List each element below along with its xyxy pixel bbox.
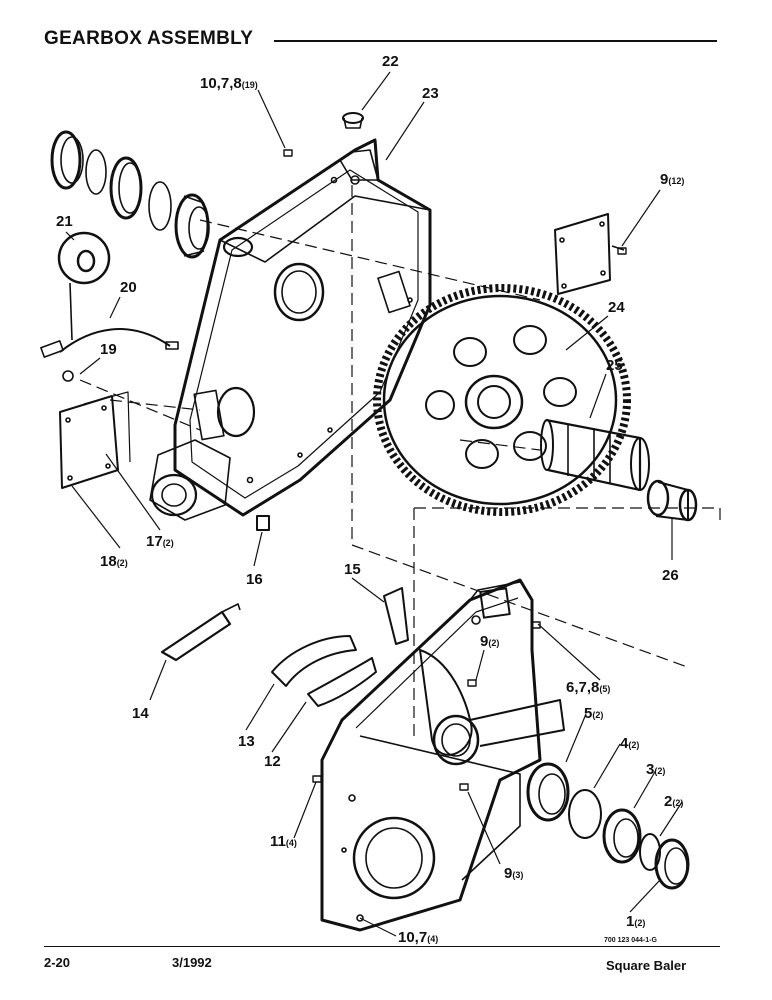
page-number: 2-20 bbox=[44, 955, 71, 970]
upper-gearbox-housing bbox=[149, 138, 432, 521]
callout-19: 19 bbox=[100, 341, 117, 358]
drain-plug-16 bbox=[256, 515, 270, 531]
callout-2-2: 2(2) bbox=[664, 793, 683, 810]
callout-11-4: 11(4) bbox=[270, 833, 297, 850]
callout-1-2: 1(2) bbox=[626, 913, 645, 930]
callout-9-3: 9(3) bbox=[504, 865, 523, 882]
leader-lines bbox=[65, 71, 683, 937]
bushing-26 bbox=[646, 479, 698, 522]
cover-plate-upper bbox=[554, 213, 625, 295]
callout-25: 25 bbox=[606, 357, 623, 374]
assembly-lines bbox=[79, 185, 721, 740]
callout-4-2: 4(2) bbox=[620, 735, 639, 752]
sensor-cable-20 bbox=[40, 231, 179, 382]
callout-10-7-4: 10,7(4) bbox=[398, 929, 438, 946]
breather-22 bbox=[342, 112, 364, 129]
callout-9-12: 9(12) bbox=[660, 171, 684, 188]
output-shaft-25 bbox=[540, 418, 650, 492]
bearing-shield-13 bbox=[271, 635, 357, 687]
callout-17-2: 17(2) bbox=[146, 533, 174, 550]
callout-18-2: 18(2) bbox=[100, 553, 128, 570]
upper-seal-stack bbox=[50, 130, 210, 259]
bull-gear-24 bbox=[373, 284, 631, 516]
callout-13: 13 bbox=[238, 733, 255, 750]
page-title: GEARBOX ASSEMBLY bbox=[44, 28, 254, 49]
footer-rule bbox=[44, 946, 720, 947]
lower-seal-stack bbox=[526, 762, 690, 890]
bearing-shield-12 bbox=[307, 657, 377, 707]
product-name: Square Baler bbox=[606, 958, 687, 973]
callout-24: 24 bbox=[608, 299, 625, 316]
callout-15: 15 bbox=[344, 561, 361, 578]
callout-16: 16 bbox=[246, 571, 263, 588]
callout-21: 21 bbox=[56, 213, 73, 230]
bolts bbox=[283, 149, 627, 791]
revision-date: 3/1992 bbox=[172, 955, 212, 970]
callout-5-2: 5(2) bbox=[584, 705, 603, 722]
drawing-number: 700 123 044-1-G bbox=[604, 937, 657, 944]
callout-labels: 22 10,7,8(19) 23 9(12) 21 20 24 19 25 17… bbox=[56, 53, 684, 946]
title-rule bbox=[274, 40, 717, 42]
callout-6-7-8-5: 6,7,8(5) bbox=[566, 679, 610, 696]
callout-23: 23 bbox=[422, 85, 439, 102]
callout-22: 22 bbox=[382, 53, 399, 70]
callout-3-2: 3(2) bbox=[646, 761, 665, 778]
callout-10-7-8-19: 10,7,8(19) bbox=[200, 75, 258, 92]
lower-gearbox-housing bbox=[320, 578, 565, 932]
callout-14: 14 bbox=[132, 705, 149, 722]
callout-9-2: 9(2) bbox=[480, 633, 499, 650]
grease-tube-14 bbox=[160, 603, 241, 662]
callout-20: 20 bbox=[120, 279, 137, 296]
callout-26: 26 bbox=[662, 567, 679, 584]
callout-12: 12 bbox=[264, 753, 281, 770]
bracket-15 bbox=[383, 587, 409, 645]
